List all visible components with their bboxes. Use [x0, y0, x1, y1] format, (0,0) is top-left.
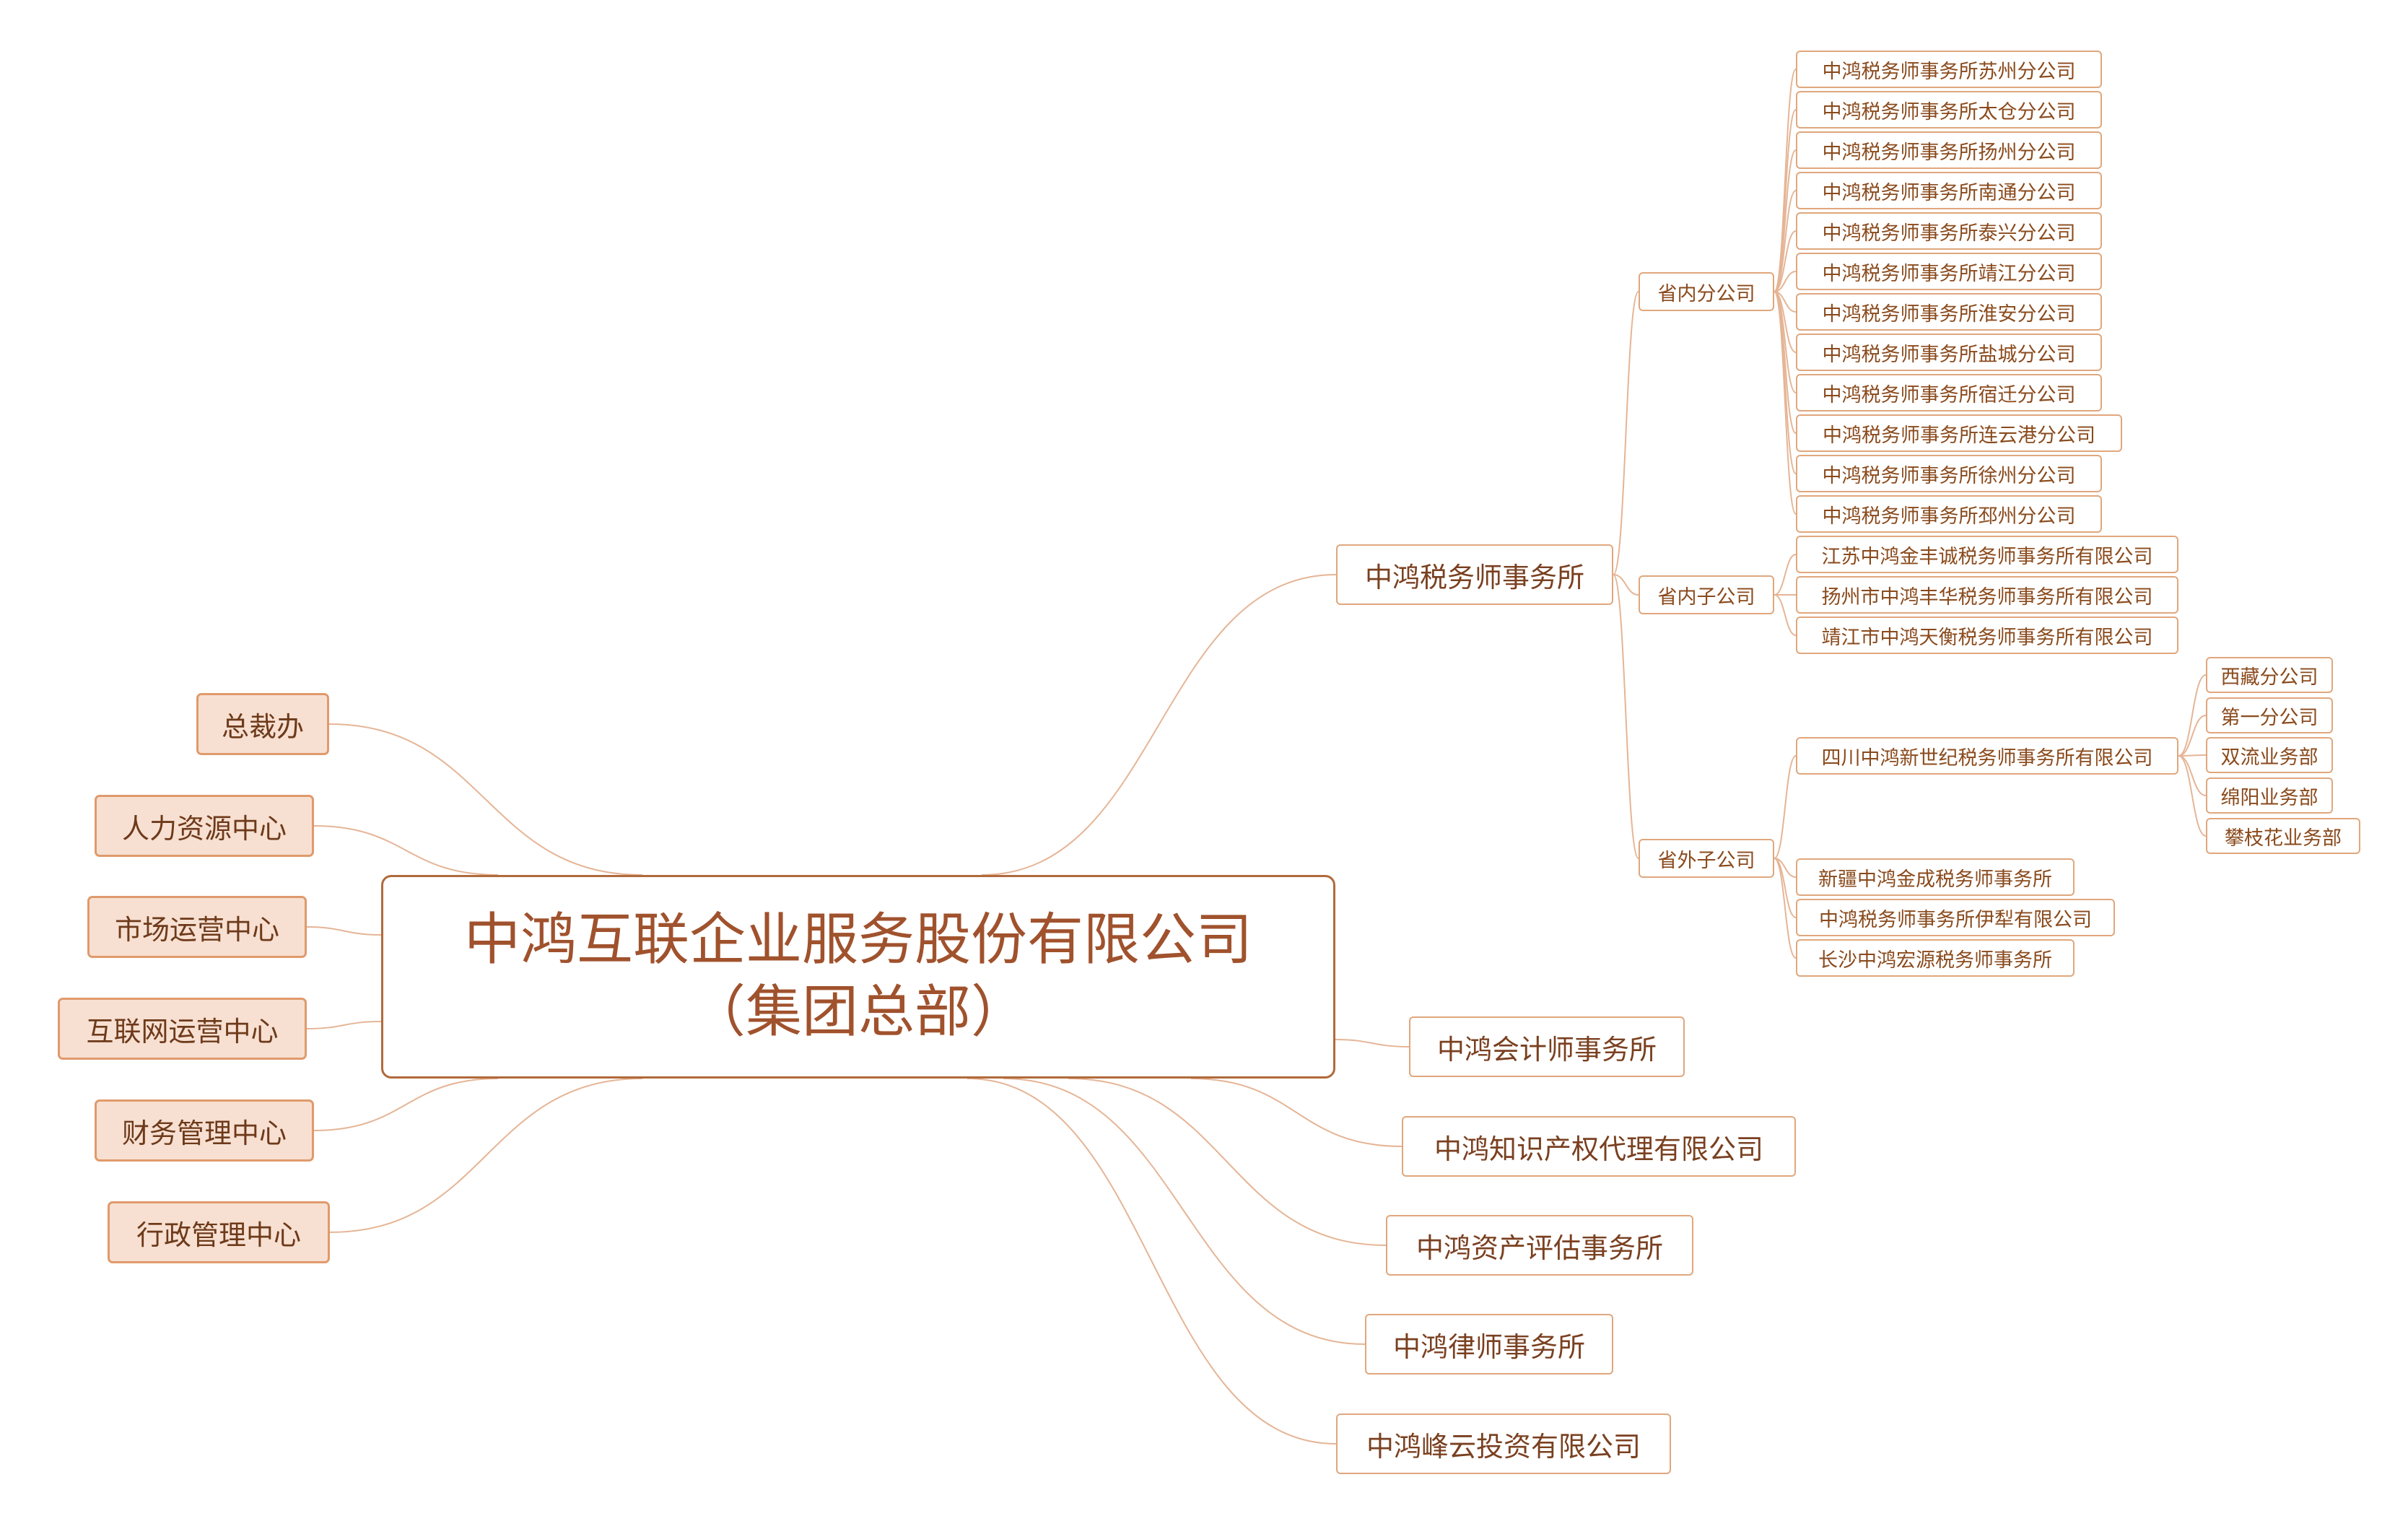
connector-leaf-sichuan-panzhihua-dept: [2178, 755, 2207, 837]
leaf-branch-suzhou[interactable]: 中鸿税务师事务所苏州分公司: [1796, 51, 2102, 88]
connector-left-node-finance-center: [313, 1078, 499, 1131]
leaf-subsidiary-yili[interactable]: 中鸿税务师事务所伊犁有限公司: [1796, 899, 2115, 936]
branch-node-ip-agency[interactable]: 中鸿知识产权代理有限公司: [1402, 1116, 1796, 1177]
connector-branch-node-law-firm: [1003, 1078, 1366, 1345]
connector-left-node-hr-center: [313, 825, 499, 876]
left-node-finance-center[interactable]: 财务管理中心: [95, 1099, 314, 1162]
left-node-admin-center[interactable]: 行政管理中心: [108, 1201, 330, 1263]
leaf-sichuan-panzhihua-dept[interactable]: 攀枝花业务部: [2206, 818, 2360, 854]
leaf-branch-lianyungang[interactable]: 中鸿税务师事务所连云港分公司: [1796, 414, 2122, 452]
leaf-branch-yangzhou[interactable]: 中鸿税务师事务所扬州分公司: [1796, 131, 2102, 169]
connector-leaf-subsidiary-changsha: [1774, 858, 1797, 959]
connector-left-node-president-office: [328, 723, 643, 876]
connector-leaf-branch-nantong: [1774, 190, 1797, 292]
connector-leaf-subsidiary-tianheng: [1774, 594, 1797, 636]
connector-leaf-sichuan-tibet-branch: [2178, 674, 2207, 757]
branch-node-asset-appraisal[interactable]: 中鸿资产评估事务所: [1386, 1215, 1693, 1276]
root-subtitle: （集团总部）: [689, 980, 1027, 1045]
root-title: 中鸿互联企业服务股份有限公司: [463, 907, 1252, 973]
connector-branch-node-investment-co: [967, 1078, 1337, 1445]
leaf-branch-suqian[interactable]: 中鸿税务师事务所宿迁分公司: [1796, 374, 2102, 411]
connector-leaf-sichuan-shuangliu-dept: [2178, 754, 2207, 757]
branch-node-tax-firm[interactable]: 中鸿税务师事务所: [1336, 544, 1613, 605]
leaf-sichuan-tibet-branch[interactable]: 西藏分公司: [2206, 657, 2333, 693]
connector-left-node-marketing-center: [306, 926, 382, 936]
group-node-out-province-subsidiaries[interactable]: 省外子公司: [1639, 839, 1774, 878]
group-node-in-province-subsidiaries[interactable]: 省内子公司: [1639, 575, 1774, 614]
connector-group-node-in-province-subsidiaries: [1613, 574, 1639, 596]
left-node-marketing-center[interactable]: 市场运营中心: [87, 896, 307, 958]
left-node-internet-center[interactable]: 互联网运营中心: [58, 998, 307, 1060]
branch-node-law-firm[interactable]: 中鸿律师事务所: [1365, 1314, 1613, 1375]
leaf-branch-nantong[interactable]: 中鸿税务师事务所南通分公司: [1796, 172, 2102, 209]
leaf-branch-jingjiang[interactable]: 中鸿税务师事务所靖江分公司: [1796, 253, 2102, 290]
left-node-president-office[interactable]: 总裁办: [196, 693, 329, 755]
connector-group-node-out-province-subsidiaries: [1613, 574, 1639, 859]
leaf-branch-taicang[interactable]: 中鸿税务师事务所太仓分公司: [1796, 91, 2102, 128]
connector-leaf-branch-jingjiang: [1774, 271, 1797, 292]
connector-branch-node-tax-firm: [981, 574, 1337, 876]
leaf-subsidiary-xinjiang[interactable]: 新疆中鸿金成税务师事务所: [1796, 858, 2075, 896]
leaf-sichuan-shuangliu-dept[interactable]: 双流业务部: [2206, 737, 2333, 773]
leaf-subsidiary-changsha[interactable]: 长沙中鸿宏源税务师事务所: [1796, 939, 2075, 977]
connector-branch-node-asset-appraisal: [1068, 1078, 1387, 1246]
connector-leaf-branch-pizhou: [1774, 291, 1797, 515]
branch-node-investment-co[interactable]: 中鸿峰云投资有限公司: [1336, 1413, 1671, 1474]
branch-node-accounting-firm[interactable]: 中鸿会计师事务所: [1409, 1016, 1685, 1077]
root-node[interactable]: 中鸿互联企业服务股份有限公司 （集团总部）: [381, 875, 1335, 1079]
connector-leaf-subsidiary-jinfengcheng: [1774, 554, 1797, 596]
leaf-sichuan-mianyang-dept[interactable]: 绵阳业务部: [2206, 777, 2333, 814]
leaf-branch-taixing[interactable]: 中鸿税务师事务所泰兴分公司: [1796, 212, 2102, 250]
connector-group-node-in-province-branches: [1613, 291, 1639, 575]
left-node-hr-center[interactable]: 人力资源中心: [95, 795, 314, 857]
leaf-branch-huaian[interactable]: 中鸿税务师事务所淮安分公司: [1796, 293, 2102, 331]
connector-leaf-sichuan-first-branch: [2178, 715, 2207, 757]
connector-leaf-subsidiary-sichuan: [1774, 755, 1797, 859]
connector-left-node-admin-center: [329, 1078, 643, 1233]
group-node-in-province-branches[interactable]: 省内分公司: [1639, 272, 1774, 311]
connector-leaf-sichuan-mianyang-dept: [2178, 755, 2207, 796]
leaf-branch-pizhou[interactable]: 中鸿税务师事务所邳州分公司: [1796, 495, 2102, 533]
connector-branch-node-accounting-firm: [1335, 1039, 1410, 1047]
leaf-subsidiary-fenghua[interactable]: 扬州市中鸿丰华税务师事务所有限公司: [1796, 576, 2178, 614]
connector-leaf-branch-taixing: [1774, 230, 1797, 292]
connector-branch-node-ip-agency: [1190, 1078, 1403, 1147]
leaf-branch-yancheng[interactable]: 中鸿税务师事务所盐城分公司: [1796, 334, 2102, 371]
leaf-subsidiary-jinfengcheng[interactable]: 江苏中鸿金丰诚税务师事务所有限公司: [1796, 536, 2178, 573]
connector-left-node-internet-center: [306, 1021, 382, 1029]
leaf-sichuan-first-branch[interactable]: 第一分公司: [2206, 697, 2333, 733]
leaf-branch-xuzhou[interactable]: 中鸿税务师事务所徐州分公司: [1796, 455, 2102, 492]
leaf-subsidiary-tianheng[interactable]: 靖江市中鸿天衡税务师事务所有限公司: [1796, 617, 2178, 654]
leaf-subsidiary-sichuan[interactable]: 四川中鸿新世纪税务师事务所有限公司: [1796, 737, 2178, 775]
